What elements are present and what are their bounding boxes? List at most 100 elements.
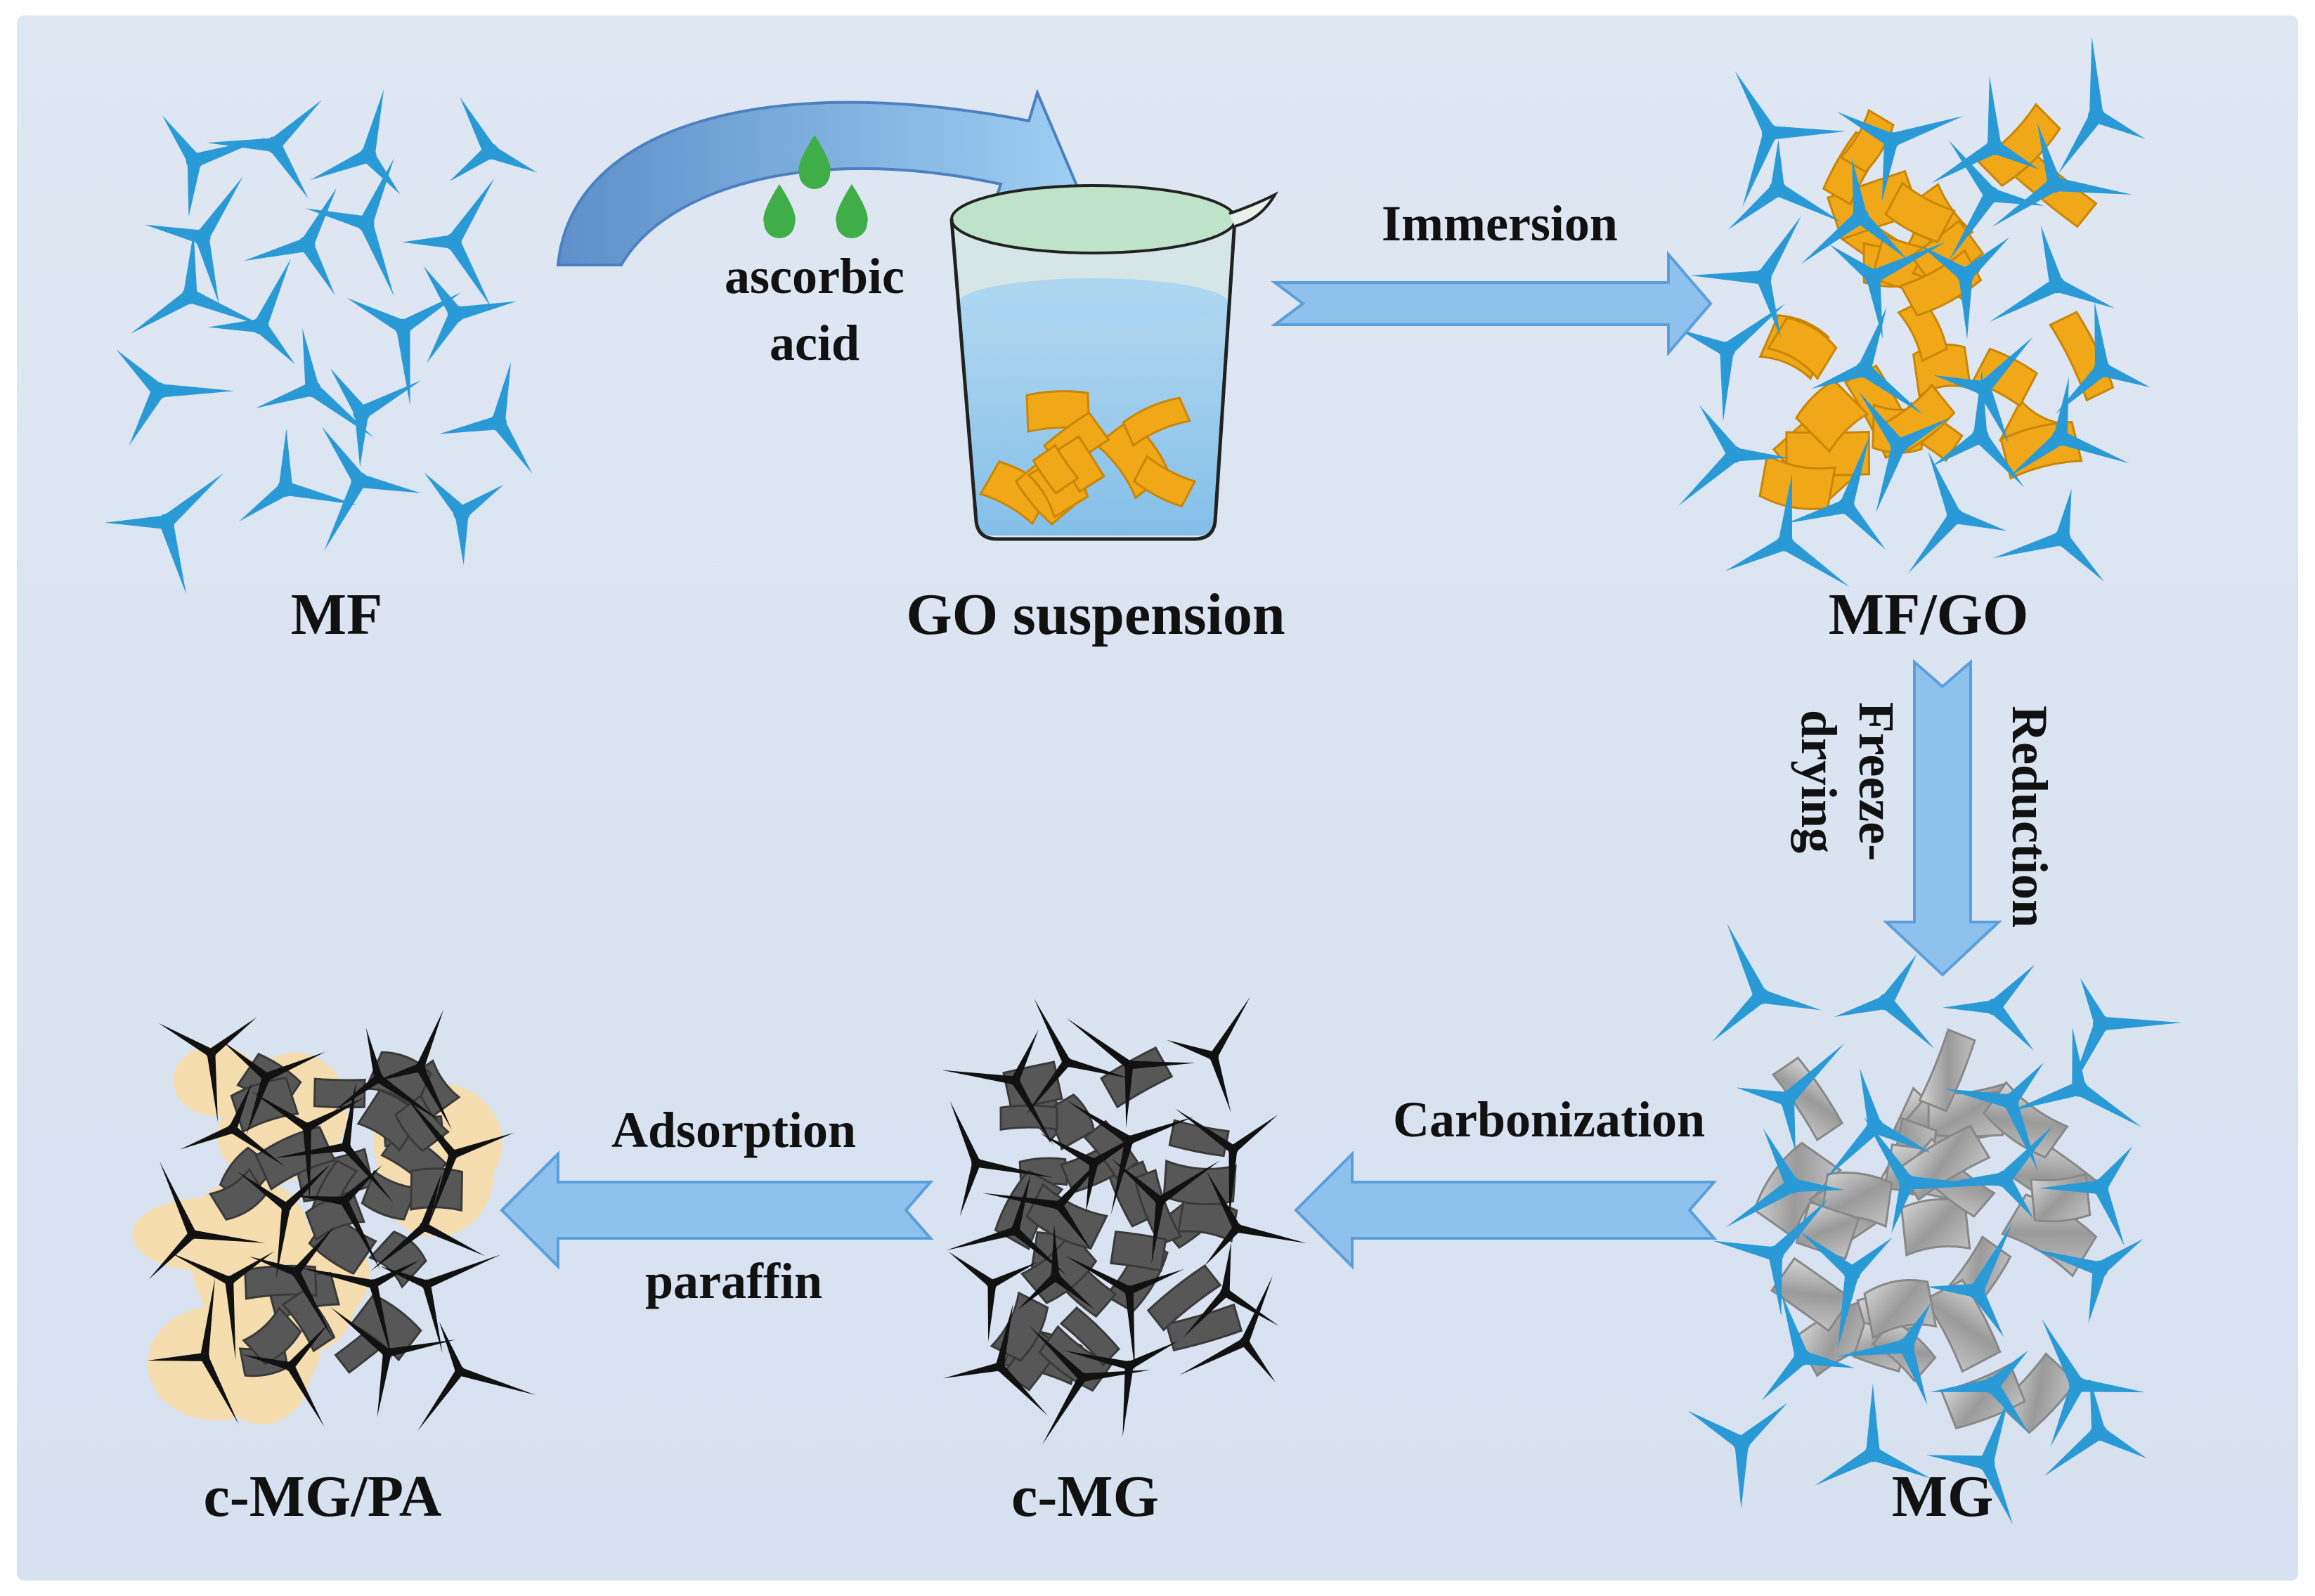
foam-strut (1989, 1002, 2034, 1051)
foam-strut (1944, 1089, 2012, 1109)
foam-strut (1122, 1365, 1134, 1437)
foam-strut (1992, 178, 2059, 227)
foam-strut (2032, 1249, 2102, 1276)
foam-strut (297, 1266, 375, 1289)
foam-strut (959, 1162, 981, 1217)
foam-node (1010, 1226, 1020, 1236)
foam-strut (1829, 245, 1878, 283)
foam-strut (242, 1354, 292, 1371)
adsorption-label: Adsorption (611, 1102, 856, 1158)
foam-strut (243, 238, 309, 261)
foam-node (1767, 1245, 1784, 1263)
foam-strut (1866, 275, 1883, 339)
foam-strut (1865, 1383, 1880, 1454)
foam-strut (1920, 245, 1970, 282)
foam-node (2090, 1424, 2108, 1441)
foam-strut (1881, 997, 1935, 1049)
foam-node (1725, 446, 1743, 463)
foam-strut (1742, 130, 1777, 207)
foam-strut (1151, 1200, 1165, 1265)
foam-strut (183, 231, 197, 297)
foam-strut (292, 1270, 333, 1339)
foam-node (1231, 1223, 1243, 1233)
foam-strut (2058, 431, 2129, 464)
acid-drop-icon (798, 135, 831, 189)
foam-strut (942, 1070, 1016, 1085)
foam-strut (1895, 417, 1950, 453)
acid-drop-icon (836, 184, 868, 238)
foam-strut (1158, 1160, 1220, 1205)
curved-transfer-arrow (556, 89, 1087, 266)
foam-strut (330, 368, 368, 417)
foam-node (2070, 1079, 2088, 1097)
foam-strut (268, 141, 309, 199)
foam-strut (1712, 990, 1766, 1042)
foam-strut (1999, 1126, 2053, 1184)
foam-strut (1011, 1174, 1031, 1232)
foam-strut (158, 1023, 214, 1057)
foam-node (1864, 1445, 1881, 1462)
foam-strut (346, 298, 407, 334)
foam-strut (1989, 278, 2061, 322)
foam-node (1050, 1271, 1061, 1282)
foam-strut (148, 1231, 195, 1280)
mg-panel (1687, 923, 2182, 1525)
graphene-sheet (1132, 455, 1197, 508)
foam-node (1898, 1337, 1915, 1355)
foam-strut (207, 1052, 218, 1122)
foam-strut (1011, 1030, 1039, 1082)
foam-strut (1780, 1098, 1796, 1152)
foam-strut (1973, 370, 1987, 436)
foam-strut (1761, 1352, 1808, 1401)
graphene-sheet (1162, 1159, 1237, 1206)
graphene-sheet (1122, 396, 1191, 448)
foam-strut (208, 318, 261, 333)
foam-strut (196, 176, 243, 242)
foam-node (489, 414, 507, 432)
foam-strut (2095, 1238, 2144, 1275)
foam-strut (2076, 1377, 2145, 1393)
foam-strut (2080, 978, 2108, 1027)
foam-strut (2093, 109, 2146, 139)
foam-node (301, 1122, 313, 1133)
foam-strut (1039, 1133, 1096, 1167)
foam-strut (273, 1143, 346, 1158)
foam-strut (1932, 430, 1984, 467)
foam-strut (1240, 1276, 1273, 1344)
foam-strut (1870, 242, 1946, 284)
foam-strut (2058, 112, 2103, 174)
foam-node (1852, 208, 1869, 226)
foam-strut (342, 1081, 356, 1148)
graphene-sheet (1059, 1306, 1120, 1367)
foam-strut (439, 415, 500, 434)
foam-strut (1124, 1290, 1135, 1371)
foam-node (1124, 1135, 1134, 1146)
foam-strut (1839, 435, 1870, 509)
foam-node (340, 1141, 351, 1153)
foam-node (1752, 987, 1770, 1005)
foam-strut (147, 1352, 205, 1361)
foam-strut (1221, 1242, 1231, 1293)
foam-strut (1763, 1128, 1799, 1188)
foam-node (193, 228, 211, 246)
foam-strut (1949, 140, 1997, 200)
foam-strut (982, 1193, 1060, 1209)
foam-node (1228, 1144, 1238, 1155)
foam-strut (1863, 1116, 1914, 1187)
foam-strut (283, 1163, 331, 1210)
foam-strut (195, 235, 219, 304)
foam-strut (1926, 1455, 1987, 1470)
foam-strut (377, 1352, 391, 1417)
foam-strut (439, 1321, 464, 1373)
foam-strut (1727, 923, 1768, 999)
foam-strut (371, 1260, 420, 1288)
foam-node (150, 382, 167, 399)
graphene-sheet (1839, 108, 1895, 174)
foam-strut (2054, 177, 2132, 195)
foam-strut (2042, 1318, 2084, 1389)
foam-strut (187, 289, 264, 327)
mf-go-label: MF/GO (1829, 582, 2029, 647)
foam-node (1124, 1361, 1135, 1371)
c-mg-pa-panel (132, 1009, 536, 1432)
graphene-sheet (356, 1089, 422, 1153)
